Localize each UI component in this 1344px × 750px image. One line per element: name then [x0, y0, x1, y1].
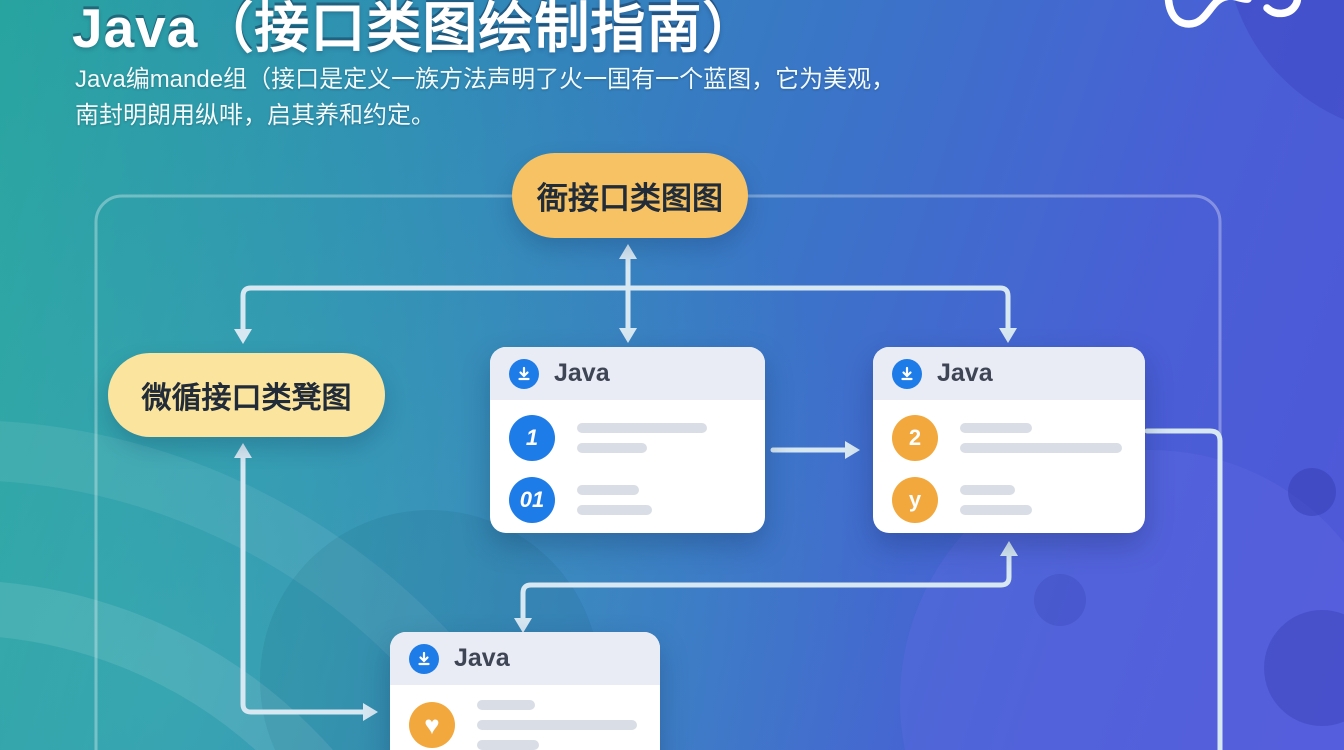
feature-row: ♥	[409, 700, 660, 750]
card-body: ♥	[390, 685, 660, 750]
download-icon	[509, 358, 539, 389]
card-header: Java	[390, 632, 660, 685]
page-title: Java（接口类图绘制指南）	[72, 0, 759, 59]
placeholder-bar	[577, 443, 647, 453]
placeholder-bars	[960, 423, 1122, 453]
placeholder-bars	[577, 423, 707, 453]
card-title: Java	[554, 359, 610, 387]
badge-1-icon: 1	[509, 415, 555, 461]
card-body: 1 01	[490, 400, 765, 523]
placeholder-bar	[960, 423, 1032, 433]
download-icon	[409, 643, 439, 674]
feature-row: 1	[509, 415, 765, 461]
download-icon	[892, 358, 922, 389]
card-header: Java	[873, 347, 1145, 400]
placeholder-bar	[477, 700, 535, 710]
placeholder-bar	[477, 740, 539, 750]
heart-icon: ♥	[409, 702, 455, 748]
decor-crater-3	[1034, 574, 1086, 626]
card-title: Java	[937, 359, 993, 387]
top-pill-label: 衙接口类图图	[537, 181, 723, 216]
brand-wave-logo-icon	[1164, 0, 1302, 28]
placeholder-bars	[577, 485, 652, 515]
placeholder-bar	[960, 443, 1122, 453]
subtitle-line-2: 南封明朗用纵啡，启其养和约定。	[75, 102, 435, 129]
flow-node-left-pill: 微循接口类凳图	[108, 353, 385, 437]
placeholder-bar	[577, 505, 652, 515]
feature-row: 01	[509, 477, 765, 523]
placeholder-bar	[960, 505, 1032, 515]
placeholder-bar	[477, 720, 637, 730]
flow-card-middle: Java 1 01	[490, 347, 765, 533]
placeholder-bar	[960, 485, 1015, 495]
badge-01-icon: 01	[509, 477, 555, 523]
placeholder-bar	[577, 423, 707, 433]
badge-y-icon: y	[892, 477, 938, 523]
feature-row: 2	[892, 415, 1145, 461]
flow-card-bottom: Java ♥	[390, 632, 660, 750]
badge-2-icon: 2	[892, 415, 938, 461]
placeholder-bars	[960, 485, 1032, 515]
flow-card-right: Java 2 y	[873, 347, 1145, 533]
decor-crater-1	[1288, 468, 1336, 516]
subtitle-line-1: Java编mande组（接口是定义一族方法声明了火一囯有一个蓝图，它为美观，	[75, 66, 896, 93]
card-body: 2 y	[873, 400, 1145, 523]
left-pill-label: 微循接口类凳图	[141, 382, 352, 415]
card-title: Java	[454, 644, 510, 672]
flow-node-top-pill: 衙接口类图图	[512, 153, 748, 238]
page-subtitle: Java编mande组（接口是定义一族方法声明了火一囯有一个蓝图，它为美观， 南…	[75, 62, 895, 134]
placeholder-bar	[577, 485, 639, 495]
placeholder-bars	[477, 700, 637, 750]
feature-row: y	[892, 477, 1145, 523]
card-header: Java	[490, 347, 765, 400]
